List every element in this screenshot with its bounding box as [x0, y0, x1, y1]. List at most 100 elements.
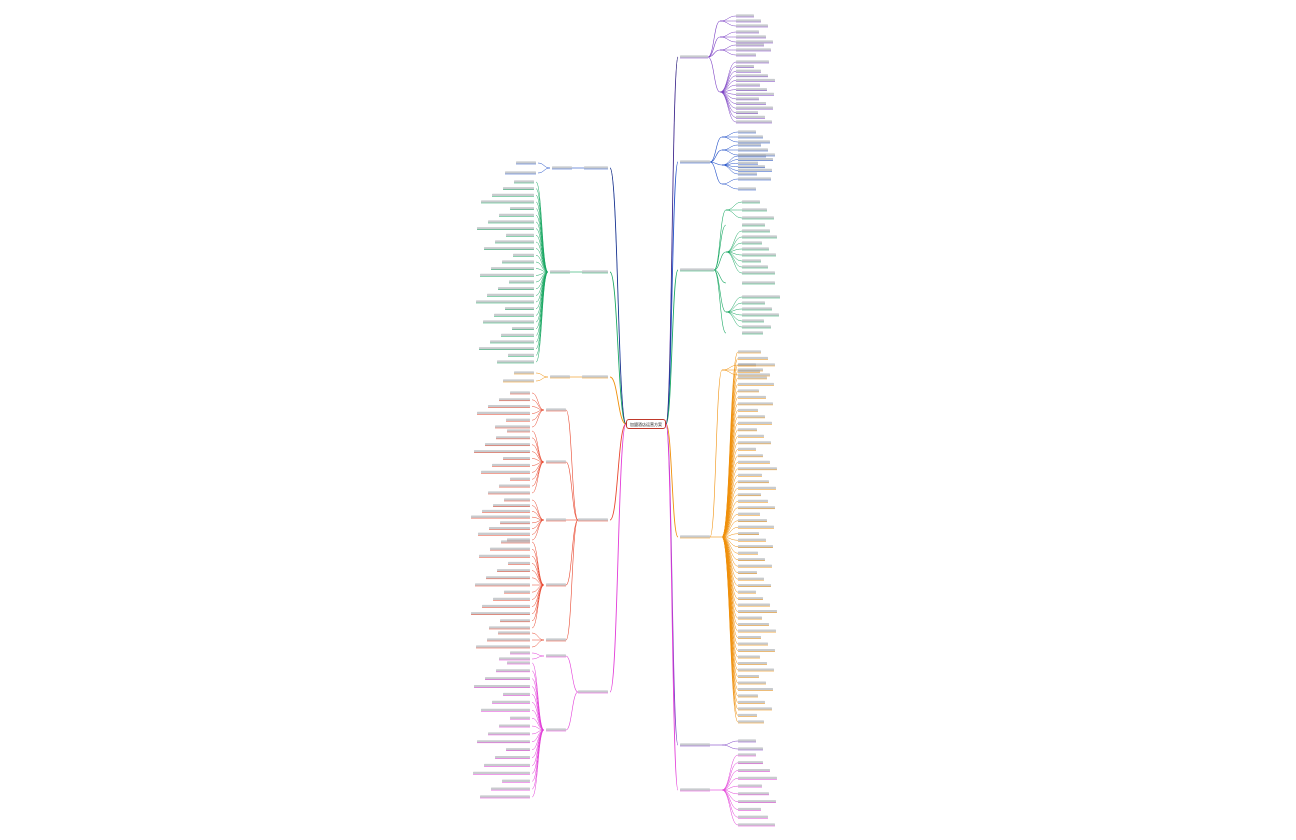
leaf-node[interactable] — [738, 532, 759, 535]
leaf-node[interactable] — [505, 171, 536, 174]
leaf-node[interactable] — [510, 477, 530, 481]
leaf-node[interactable] — [738, 499, 768, 503]
leaf-node[interactable] — [738, 428, 757, 431]
leaf-node[interactable] — [495, 240, 534, 243]
leaf-node[interactable] — [738, 135, 763, 138]
leaf-node[interactable] — [738, 161, 758, 164]
leaf-node[interactable] — [736, 43, 764, 46]
leaf-node[interactable] — [502, 779, 530, 783]
leaf-node[interactable] — [483, 320, 534, 323]
leaf-node[interactable] — [489, 626, 530, 629]
leaf-node[interactable] — [736, 120, 772, 123]
leaf-node[interactable] — [482, 604, 530, 608]
leaf-node[interactable] — [492, 193, 534, 197]
branch-node[interactable] — [578, 690, 608, 693]
leaf-node[interactable] — [736, 40, 773, 43]
leaf-node[interactable] — [736, 92, 774, 96]
leaf-node[interactable] — [505, 307, 534, 310]
branch-node[interactable] — [680, 788, 710, 791]
leaf-node[interactable] — [736, 88, 767, 91]
leaf-node[interactable] — [738, 636, 761, 639]
leaf-node[interactable] — [738, 815, 768, 819]
leaf-node[interactable] — [738, 784, 762, 787]
leaf-node[interactable] — [492, 463, 530, 467]
leaf-node[interactable] — [738, 143, 761, 146]
leaf-node[interactable] — [497, 360, 534, 363]
leaf-node[interactable] — [488, 405, 530, 408]
leaf-node[interactable] — [742, 216, 774, 219]
leaf-node[interactable] — [736, 19, 761, 22]
leaf-node[interactable] — [736, 48, 771, 51]
branch-node[interactable] — [578, 518, 608, 521]
leaf-node[interactable] — [738, 154, 766, 157]
leaf-node[interactable] — [482, 509, 530, 513]
sub-node[interactable] — [552, 166, 572, 169]
leaf-node[interactable] — [738, 590, 756, 593]
leaf-node[interactable] — [487, 293, 534, 297]
leaf-node[interactable] — [499, 724, 530, 727]
leaf-node[interactable] — [742, 247, 769, 250]
leaf-node[interactable] — [507, 538, 530, 541]
branch-node[interactable] — [582, 270, 608, 273]
leaf-node[interactable] — [491, 787, 530, 790]
leaf-node[interactable] — [738, 700, 765, 704]
leaf-node[interactable] — [738, 473, 762, 477]
leaf-node[interactable] — [481, 708, 530, 712]
leaf-node[interactable] — [738, 480, 769, 483]
leaf-node[interactable] — [742, 265, 768, 268]
leaf-node[interactable] — [738, 187, 756, 190]
leaf-node[interactable] — [738, 525, 774, 529]
leaf-node[interactable] — [738, 584, 771, 587]
leaf-node[interactable] — [738, 753, 756, 756]
leaf-node[interactable] — [738, 603, 770, 606]
leaf-node[interactable] — [738, 551, 758, 555]
leaf-node[interactable] — [738, 687, 773, 691]
leaf-node[interactable] — [495, 755, 530, 759]
leaf-node[interactable] — [736, 24, 768, 27]
leaf-node[interactable] — [506, 233, 534, 237]
leaf-node[interactable] — [510, 716, 530, 719]
sub-node[interactable] — [546, 728, 566, 731]
leaf-node[interactable] — [742, 253, 776, 256]
leaf-node[interactable] — [493, 504, 530, 507]
leaf-node[interactable] — [488, 732, 530, 735]
sub-node[interactable] — [546, 583, 566, 586]
leaf-node[interactable] — [474, 450, 530, 453]
leaf-node[interactable] — [738, 421, 772, 425]
leaf-node[interactable] — [738, 739, 756, 742]
leaf-node[interactable] — [738, 713, 757, 717]
leaf-node[interactable] — [738, 681, 766, 684]
leaf-node[interactable] — [738, 376, 767, 379]
leaf-node[interactable] — [738, 597, 763, 600]
sub-node[interactable] — [546, 408, 566, 411]
leaf-node[interactable] — [504, 498, 530, 501]
leaf-node[interactable] — [736, 106, 773, 109]
leaf-node[interactable] — [477, 227, 534, 230]
leaf-node[interactable] — [738, 616, 762, 619]
sub-node[interactable] — [546, 654, 566, 657]
leaf-node[interactable] — [738, 545, 773, 548]
leaf-node[interactable] — [485, 443, 530, 446]
leaf-node[interactable] — [742, 271, 775, 274]
leaf-node[interactable] — [506, 748, 530, 751]
leaf-node[interactable] — [516, 161, 536, 164]
leaf-node[interactable] — [479, 347, 534, 350]
leaf-node[interactable] — [476, 300, 534, 303]
leaf-node[interactable] — [738, 408, 758, 412]
leaf-node[interactable] — [738, 493, 761, 496]
leaf-node[interactable] — [738, 707, 772, 710]
leaf-node[interactable] — [738, 512, 760, 516]
sub-node[interactable] — [546, 638, 566, 641]
leaf-node[interactable] — [738, 363, 775, 366]
leaf-node[interactable] — [736, 74, 768, 77]
leaf-node[interactable] — [474, 685, 530, 688]
branch-node[interactable] — [582, 375, 608, 378]
sub-node[interactable] — [550, 270, 570, 273]
leaf-node[interactable] — [742, 208, 767, 211]
leaf-node[interactable] — [500, 521, 530, 524]
leaf-node[interactable] — [742, 325, 771, 328]
leaf-node[interactable] — [471, 612, 530, 615]
leaf-node[interactable] — [738, 655, 760, 658]
leaf-node[interactable] — [514, 180, 534, 183]
leaf-node[interactable] — [742, 301, 765, 304]
